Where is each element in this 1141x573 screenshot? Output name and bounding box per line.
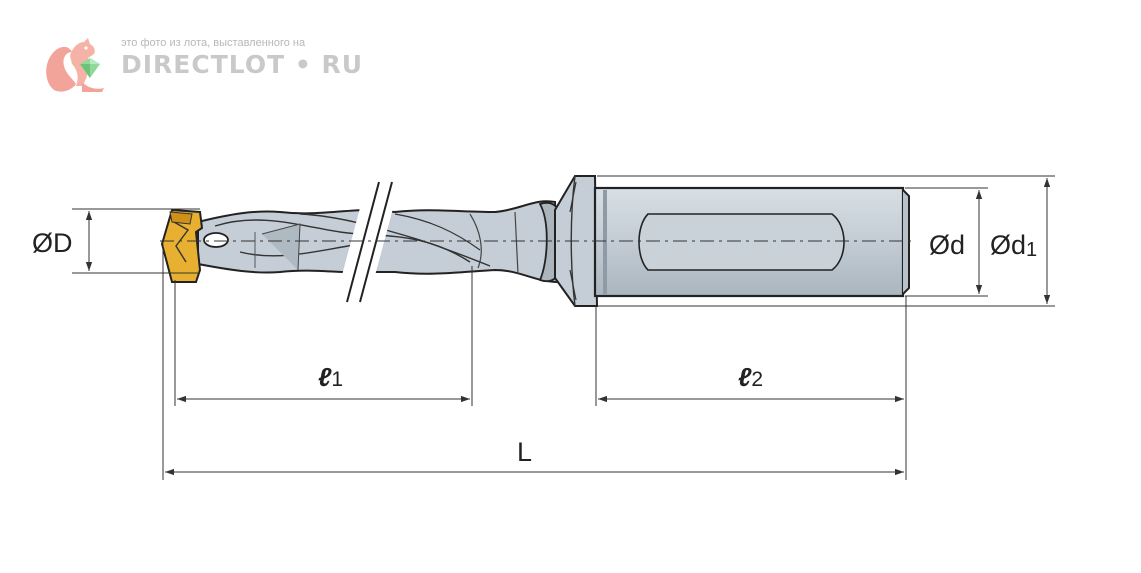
squirrel-gem-logo-icon (46, 38, 104, 92)
drill-shank (593, 186, 910, 298)
label-shank-length: ℓ2 (738, 362, 763, 392)
watermark: это фото из лота, выставленного на DIREC… (42, 36, 362, 96)
watermark-caption: это фото из лота, выставленного на (121, 37, 306, 49)
label-tip-diameter: ØD (32, 228, 73, 258)
dimension-labels: ØD Ød Ød1 ℓ1 ℓ2 L (32, 228, 1037, 467)
watermark-brand: DIRECTLOT • RU (121, 50, 364, 79)
dimension-lines (72, 175, 1055, 480)
label-flange-diameter: Ød1 (990, 230, 1037, 261)
cutting-insert (160, 208, 204, 283)
label-overall-length: L (517, 437, 532, 467)
label-shank-diameter: Ød (929, 230, 965, 260)
break-lines (339, 181, 397, 303)
label-flute-length: ℓ1 (318, 362, 343, 392)
